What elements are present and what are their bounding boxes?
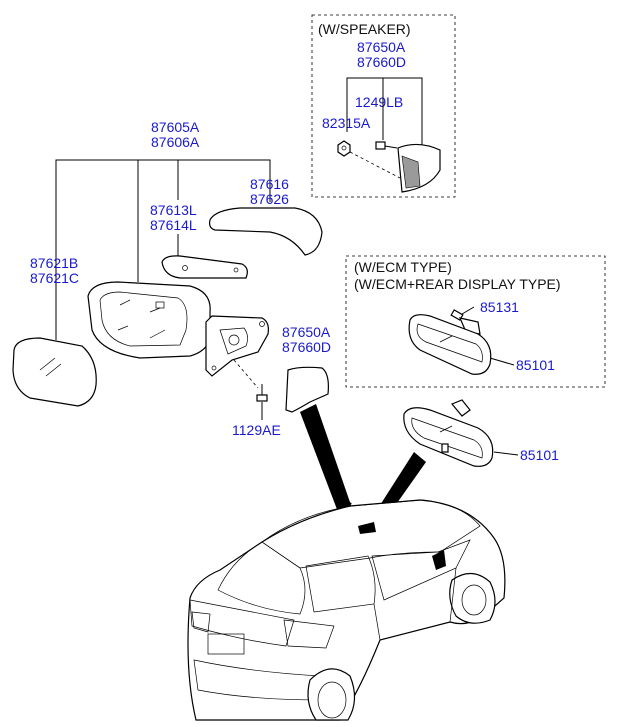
mirror-scalp-cover — [208, 207, 323, 256]
label-speaker-bolt: 1249LB — [355, 94, 403, 110]
speaker-option-title: (W/SPEAKER) — [318, 21, 411, 37]
ecm-option-title-1: (W/ECM TYPE) — [354, 259, 452, 275]
label-screw: 1129AE — [232, 422, 281, 438]
speaker-trim-cover — [397, 143, 441, 193]
leader-rearview-mirror — [493, 451, 519, 456]
leader-ecm-mirror — [489, 357, 515, 366]
speaker-assembly-line — [349, 151, 401, 179]
label-mirror-assy-b: 87606A — [151, 134, 200, 150]
label-rearview-mirror: 85101 — [520, 447, 559, 463]
label-glass-b: 87621C — [30, 270, 79, 286]
leader-mirror-assy — [55, 159, 271, 340]
label-ecm-mirror: 85101 — [516, 357, 555, 373]
vehicle-rearview-mirror-mark — [358, 522, 376, 534]
ecm-camera-connector — [450, 309, 481, 335]
label-speaker-nut: 82315A — [322, 115, 371, 131]
label-trim-a: 87650A — [282, 324, 331, 340]
speaker-nut — [337, 140, 351, 157]
pointer-inside-trim — [300, 404, 352, 512]
speaker-bolt — [375, 141, 398, 150]
vehicle-rear-view — [187, 499, 506, 721]
rearview-mirror — [403, 399, 494, 467]
label-cover-b: 87626 — [250, 191, 289, 207]
label-speaker-trim-a: 87650A — [357, 39, 406, 55]
label-garnish-a: 87613L — [150, 202, 197, 218]
label-glass-a: 87621B — [30, 255, 78, 271]
mirror-garnish-strip — [161, 255, 248, 279]
label-speaker-trim-b: 87660D — [357, 54, 406, 70]
label-cover-a: 87616 — [250, 176, 289, 192]
inside-mirror-trim — [285, 366, 329, 413]
ecm-option-title-2: (W/ECM+REAR DISPLAY TYPE) — [354, 276, 561, 292]
label-ecm-camera: 85131 — [480, 299, 519, 315]
screw-assembly-line — [233, 359, 259, 389]
leader-speaker-trim — [346, 77, 423, 148]
label-garnish-b: 87614L — [150, 217, 197, 233]
leader-ecm-camera — [461, 306, 475, 315]
ecm-option-box — [345, 255, 606, 388]
mirror-housing — [87, 281, 211, 359]
label-trim-b: 87660D — [282, 339, 331, 355]
mirror-glass — [12, 337, 97, 407]
label-mirror-assy-a: 87605A — [151, 119, 200, 135]
speaker-option-box — [311, 14, 456, 198]
ecm-rearview-mirror — [408, 314, 492, 375]
mirror-screw — [256, 384, 268, 402]
vehicle-inside-mirror-mark — [334, 496, 352, 508]
mirror-base-bracket — [205, 315, 269, 377]
